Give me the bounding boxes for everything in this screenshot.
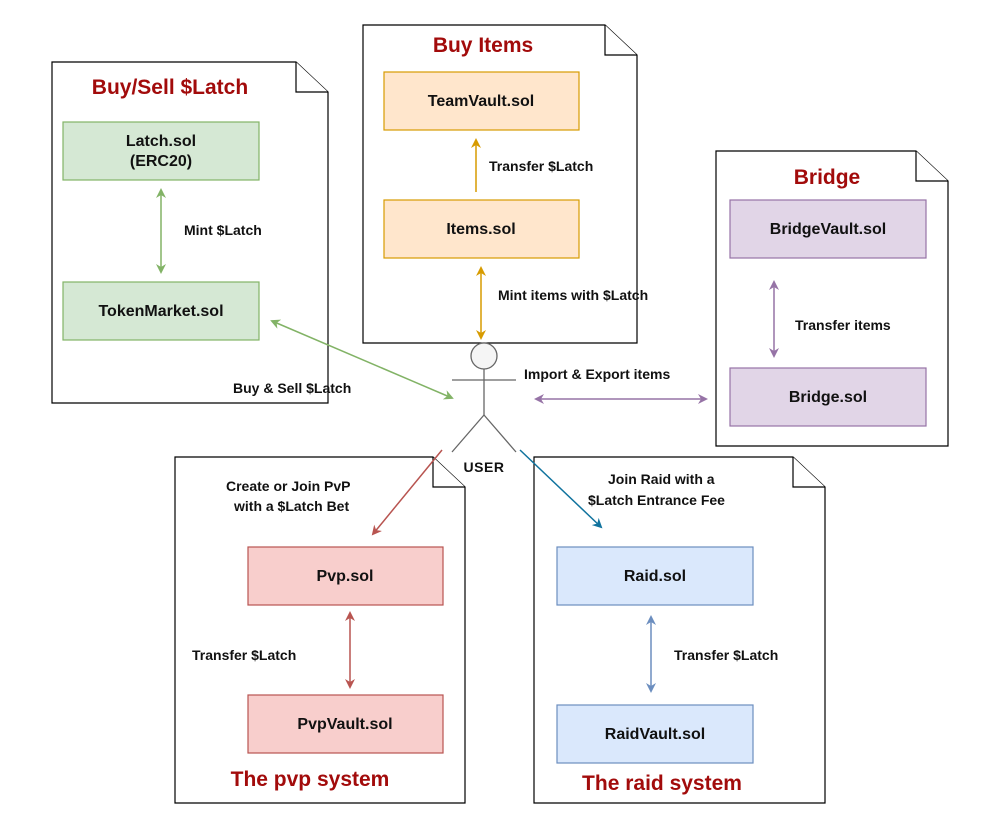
- box-teamvault-sol[interactable]: [383, 71, 580, 131]
- box-label: Pvp.sol: [317, 568, 374, 585]
- group-bridge: Bridge BridgeVault.sol Bridge.sol Transf…: [715, 150, 949, 447]
- user-right-leg: [483, 414, 517, 453]
- folded-corner: [604, 25, 637, 56]
- edge-label-raid-line1: Join Raid with a: [608, 471, 715, 487]
- box-bridge-sol[interactable]: [729, 367, 927, 427]
- box-latch-sol[interactable]: [62, 121, 260, 181]
- box-label: TokenMarket.sol: [98, 303, 223, 320]
- folded-corner: [432, 457, 465, 488]
- user-left-leg: [451, 414, 485, 453]
- edge-label-pvp-line2: with a $Latch Bet: [233, 498, 349, 514]
- box-label: Bridge.sol: [789, 389, 867, 406]
- box-label: RaidVault.sol: [605, 726, 705, 743]
- box-label: Items.sol: [446, 221, 515, 238]
- box-label: BridgeVault.sol: [770, 221, 886, 238]
- group-title: Buy Items: [433, 34, 533, 57]
- box-label-sub: (ERC20): [130, 153, 192, 170]
- edge-label-mint: Mint $Latch: [184, 222, 262, 238]
- box-raidvault-sol[interactable]: [556, 704, 754, 764]
- folded-corner: [792, 457, 825, 488]
- box-tokenmarket-sol[interactable]: [62, 281, 260, 341]
- box-items-sol[interactable]: [383, 199, 580, 259]
- group-title: The raid system: [582, 772, 742, 795]
- box-bridgevault-sol[interactable]: [729, 199, 927, 259]
- group-pvp-system: Create or Join PvP with a $Latch Bet Pvp…: [174, 456, 466, 804]
- edge-label-pvp-line1: Create or Join PvP: [226, 478, 351, 494]
- user-actor[interactable]: USER: [451, 342, 517, 475]
- group-title: The pvp system: [231, 768, 390, 791]
- user-label: USER: [464, 459, 505, 475]
- group-buy-sell-latch: Buy/Sell $Latch Latch.sol (ERC20) TokenM…: [51, 61, 329, 404]
- edge-label-transfer: Transfer $Latch: [192, 647, 296, 663]
- box-label: Latch.sol: [126, 133, 196, 150]
- folded-corner: [915, 151, 948, 182]
- arrow-user-to-raid: [519, 449, 603, 529]
- edge-label-import-export: Import & Export items: [524, 366, 670, 382]
- box-label: PvpVault.sol: [297, 716, 392, 733]
- edge-label-transfer: Transfer $Latch: [674, 647, 778, 663]
- group-title: Bridge: [794, 166, 861, 189]
- group-raid-system: Join Raid with a $Latch Entrance Fee Rai…: [533, 456, 826, 804]
- edge-label-buy-sell: Buy & Sell $Latch: [233, 380, 351, 396]
- edge-label-raid-line2: $Latch Entrance Fee: [588, 492, 725, 508]
- folded-corner: [295, 62, 328, 93]
- box-raid-sol[interactable]: [556, 546, 754, 606]
- box-pvp-sol[interactable]: [247, 546, 444, 606]
- edge-label-mint-items: Mint items with $Latch: [498, 287, 648, 303]
- group-buy-items: Buy Items TeamVault.sol Items.sol Transf…: [362, 24, 638, 344]
- edge-label-transfer: Transfer items: [795, 317, 891, 333]
- box-label: Raid.sol: [624, 568, 686, 585]
- arrow-user-to-pvp: [371, 449, 443, 536]
- group-title: Buy/Sell $Latch: [92, 76, 248, 99]
- arrow-buy-sell-latch: [270, 319, 454, 400]
- box-label: TeamVault.sol: [428, 93, 534, 110]
- user-head-icon: [470, 342, 498, 370]
- edge-label-transfer: Transfer $Latch: [489, 158, 593, 174]
- box-pvpvault-sol[interactable]: [247, 694, 444, 754]
